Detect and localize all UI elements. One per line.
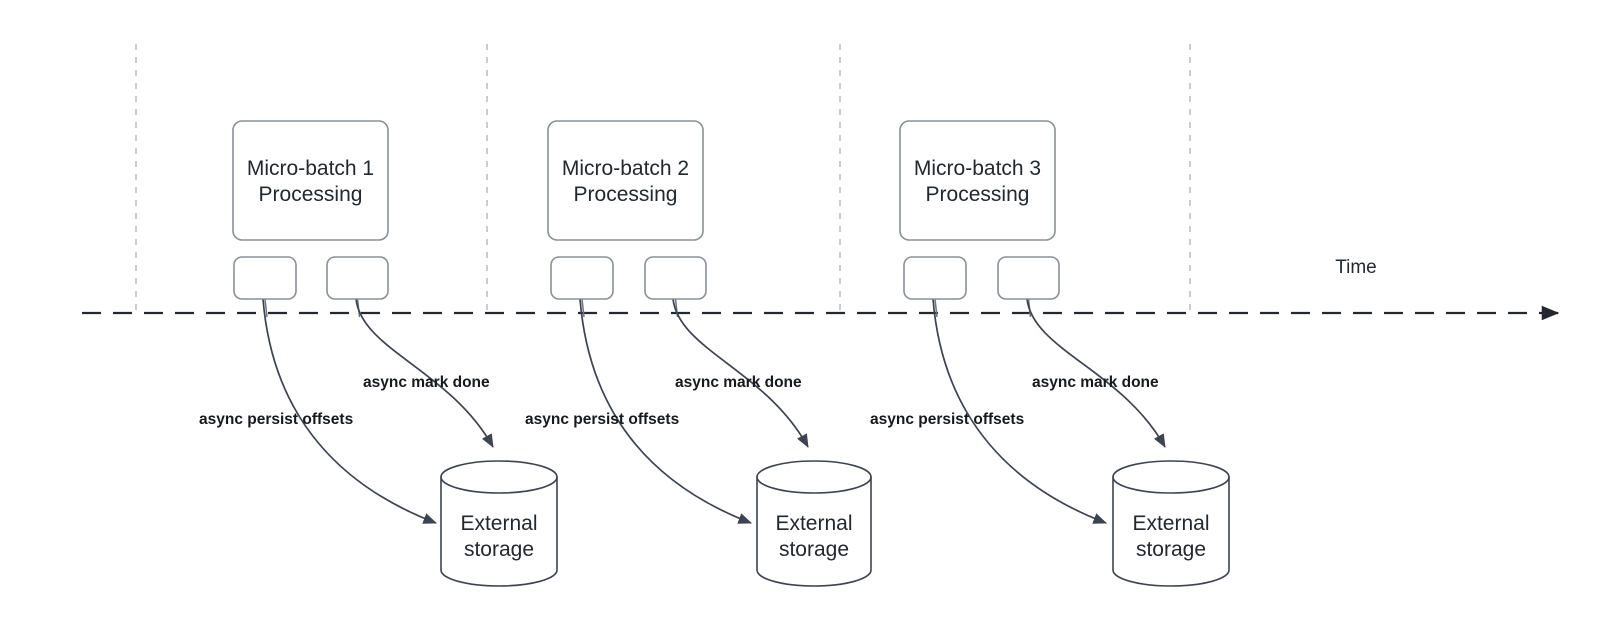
- persist-offsets-edge-3-label: async persist offsets: [870, 411, 1024, 428]
- micro-batch-3-box[interactable]: [899, 120, 1056, 241]
- task-box-2a-timeline-stub: [581, 298, 585, 318]
- task-box-3a-timeline-stub: [934, 298, 938, 318]
- persist-offsets-edge-3: [932, 298, 1107, 524]
- persist-offsets-edge-1-label: async persist offsets: [199, 411, 353, 428]
- micro-batch-3-box-line-2: Processing: [926, 183, 1030, 206]
- mark-done-edge-3: [1026, 298, 1166, 448]
- task-box-1b[interactable]: [326, 256, 389, 300]
- micro-batch-1-box-line-1: Micro-batch 1: [247, 157, 374, 180]
- mark-done-edge-2-label: async mark done: [675, 374, 802, 391]
- task-box-1a-timeline-stub: [264, 298, 268, 318]
- external-storage-1-line-1: External: [460, 512, 537, 535]
- external-storage-1-body[interactable]: [440, 476, 558, 587]
- task-box-2b[interactable]: [644, 256, 707, 300]
- task-box-2a[interactable]: [550, 256, 614, 300]
- shapes-layer: [232, 120, 1230, 587]
- external-storage-2-line-1: External: [775, 512, 852, 535]
- micro-batch-3-box-line-1: Micro-batch 3: [914, 157, 1041, 180]
- mark-done-edge-1: [355, 298, 494, 448]
- micro-batch-1-box-line-2: Processing: [259, 183, 363, 206]
- task-box-3b[interactable]: [997, 256, 1060, 300]
- external-storage-2-top: [756, 460, 872, 494]
- external-storage-2-line-2: storage: [779, 538, 849, 561]
- flow-edges-layer: [262, 298, 1166, 524]
- micro-batch-1-box[interactable]: [232, 120, 389, 241]
- mark-done-edge-3-label: async mark done: [1032, 374, 1159, 391]
- persist-offsets-edge-2-label: async persist offsets: [525, 411, 679, 428]
- external-storage-1-top: [440, 460, 558, 494]
- micro-batch-2-box-line-2: Processing: [574, 183, 678, 206]
- task-box-1a[interactable]: [233, 256, 297, 300]
- divider-lines-layer: [135, 44, 1191, 313]
- persist-offsets-edge-1: [262, 298, 437, 524]
- external-storage-1-line-2: storage: [464, 538, 534, 561]
- external-storage-3-line-2: storage: [1136, 538, 1206, 561]
- persist-offsets-edge-2: [579, 298, 752, 524]
- task-box-3a[interactable]: [903, 256, 967, 300]
- mark-done-edge-1-label: async mark done: [363, 374, 490, 391]
- external-storage-2-body[interactable]: [756, 476, 872, 587]
- external-storage-3-body[interactable]: [1112, 476, 1230, 587]
- micro-batch-2-box-line-1: Micro-batch 2: [562, 157, 689, 180]
- external-storage-3-top: [1112, 460, 1230, 494]
- mark-done-edge-2: [672, 298, 809, 448]
- micro-batch-2-box[interactable]: [547, 120, 704, 241]
- external-storage-3-line-1: External: [1132, 512, 1209, 535]
- timeline-axis-label: Time: [1335, 257, 1377, 278]
